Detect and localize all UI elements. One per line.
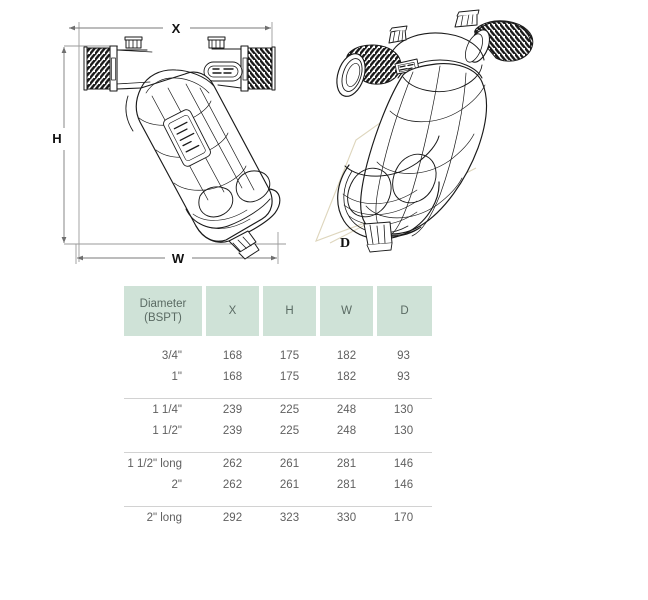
dimension-label-h: H (52, 131, 61, 146)
filter-isometric-view (336, 9, 534, 253)
cell-diameter: 2" (171, 478, 182, 491)
cell-w: 281 (318, 452, 375, 474)
cell-x: 262 (204, 452, 261, 474)
column-header-d: D (375, 286, 432, 336)
table-row: 1" 168 175 182 93 (124, 366, 432, 387)
dimension-h: H (52, 47, 67, 243)
dimension-x: X (69, 21, 271, 36)
column-header-diameter: Diameter (BSPT) (124, 286, 206, 336)
cell-h: 261 (279, 478, 300, 491)
dimension-label-w: W (172, 251, 185, 266)
row-spacer (124, 387, 432, 399)
cell-x: 292 (204, 506, 261, 528)
cell-x: 239 (204, 398, 261, 420)
cell-d: 93 (397, 370, 410, 383)
dimensions-table: Diameter (BSPT) X H W D 3/4" 168 175 182… (124, 286, 432, 528)
technical-drawings-panel: X H W (0, 0, 648, 275)
cell-diameter: 1 1/2" long (124, 452, 204, 474)
table-head: Diameter (BSPT) X H W D (124, 286, 432, 336)
filter-front-view (83, 36, 281, 260)
dimension-label-x: X (172, 21, 181, 36)
table-row: 2" 262 261 281 146 (124, 474, 432, 495)
cell-d: 170 (375, 506, 432, 528)
cell-diameter: 3/4" (161, 349, 182, 362)
cell-w: 182 (336, 349, 357, 362)
table-row: 1 1/2" long 262 261 281 146 (124, 452, 432, 474)
cell-w: 182 (336, 370, 357, 383)
table-body: 3/4" 168 175 182 93 1" 168 175 182 93 1 … (124, 336, 432, 528)
cell-x: 168 (222, 349, 243, 362)
table-row: 1 1/4" 239 225 248 130 (124, 398, 432, 420)
row-spacer (124, 495, 432, 507)
cell-h: 323 (261, 506, 318, 528)
column-header-diameter-sublabel: (BSPT) (144, 312, 182, 324)
dimensions-table-container: Diameter (BSPT) X H W D 3/4" 168 175 182… (124, 286, 432, 528)
cell-d: 93 (397, 349, 410, 362)
cell-h: 175 (279, 370, 300, 383)
cell-d: 130 (375, 398, 432, 420)
cell-d: 146 (393, 478, 414, 491)
table-header-row: Diameter (BSPT) X H W D (124, 286, 432, 336)
table-row: 3/4" 168 175 182 93 (124, 345, 432, 366)
row-spacer (124, 336, 432, 345)
cell-h: 261 (261, 452, 318, 474)
column-header-diameter-label: Diameter (139, 297, 187, 310)
table-row: 1 1/2" 239 225 248 130 (124, 420, 432, 441)
cell-diameter: 1" (171, 370, 182, 383)
drawings-svg: X H W (52, 9, 534, 266)
table-row: 2" long 292 323 330 170 (124, 506, 432, 528)
cell-diameter: 2" long (124, 506, 204, 528)
cell-diameter: 1 1/2" (152, 424, 182, 437)
column-header-w: W (318, 286, 377, 336)
cell-d: 130 (393, 424, 414, 437)
dimension-label-d: D (340, 236, 350, 251)
cell-w: 281 (336, 478, 357, 491)
cell-h: 225 (261, 398, 318, 420)
cell-w: 248 (336, 424, 357, 437)
cell-x: 168 (222, 370, 243, 383)
cell-diameter: 1 1/4" (124, 398, 204, 420)
column-header-x: X (204, 286, 263, 336)
cell-w: 330 (318, 506, 375, 528)
cell-x: 239 (222, 424, 243, 437)
cell-x: 262 (222, 478, 243, 491)
cell-h: 175 (279, 349, 300, 362)
column-header-h: H (261, 286, 320, 336)
cell-d: 146 (375, 452, 432, 474)
dimension-w: W (77, 251, 277, 266)
cell-h: 225 (279, 424, 300, 437)
cell-w: 248 (318, 398, 375, 420)
row-spacer (124, 441, 432, 453)
